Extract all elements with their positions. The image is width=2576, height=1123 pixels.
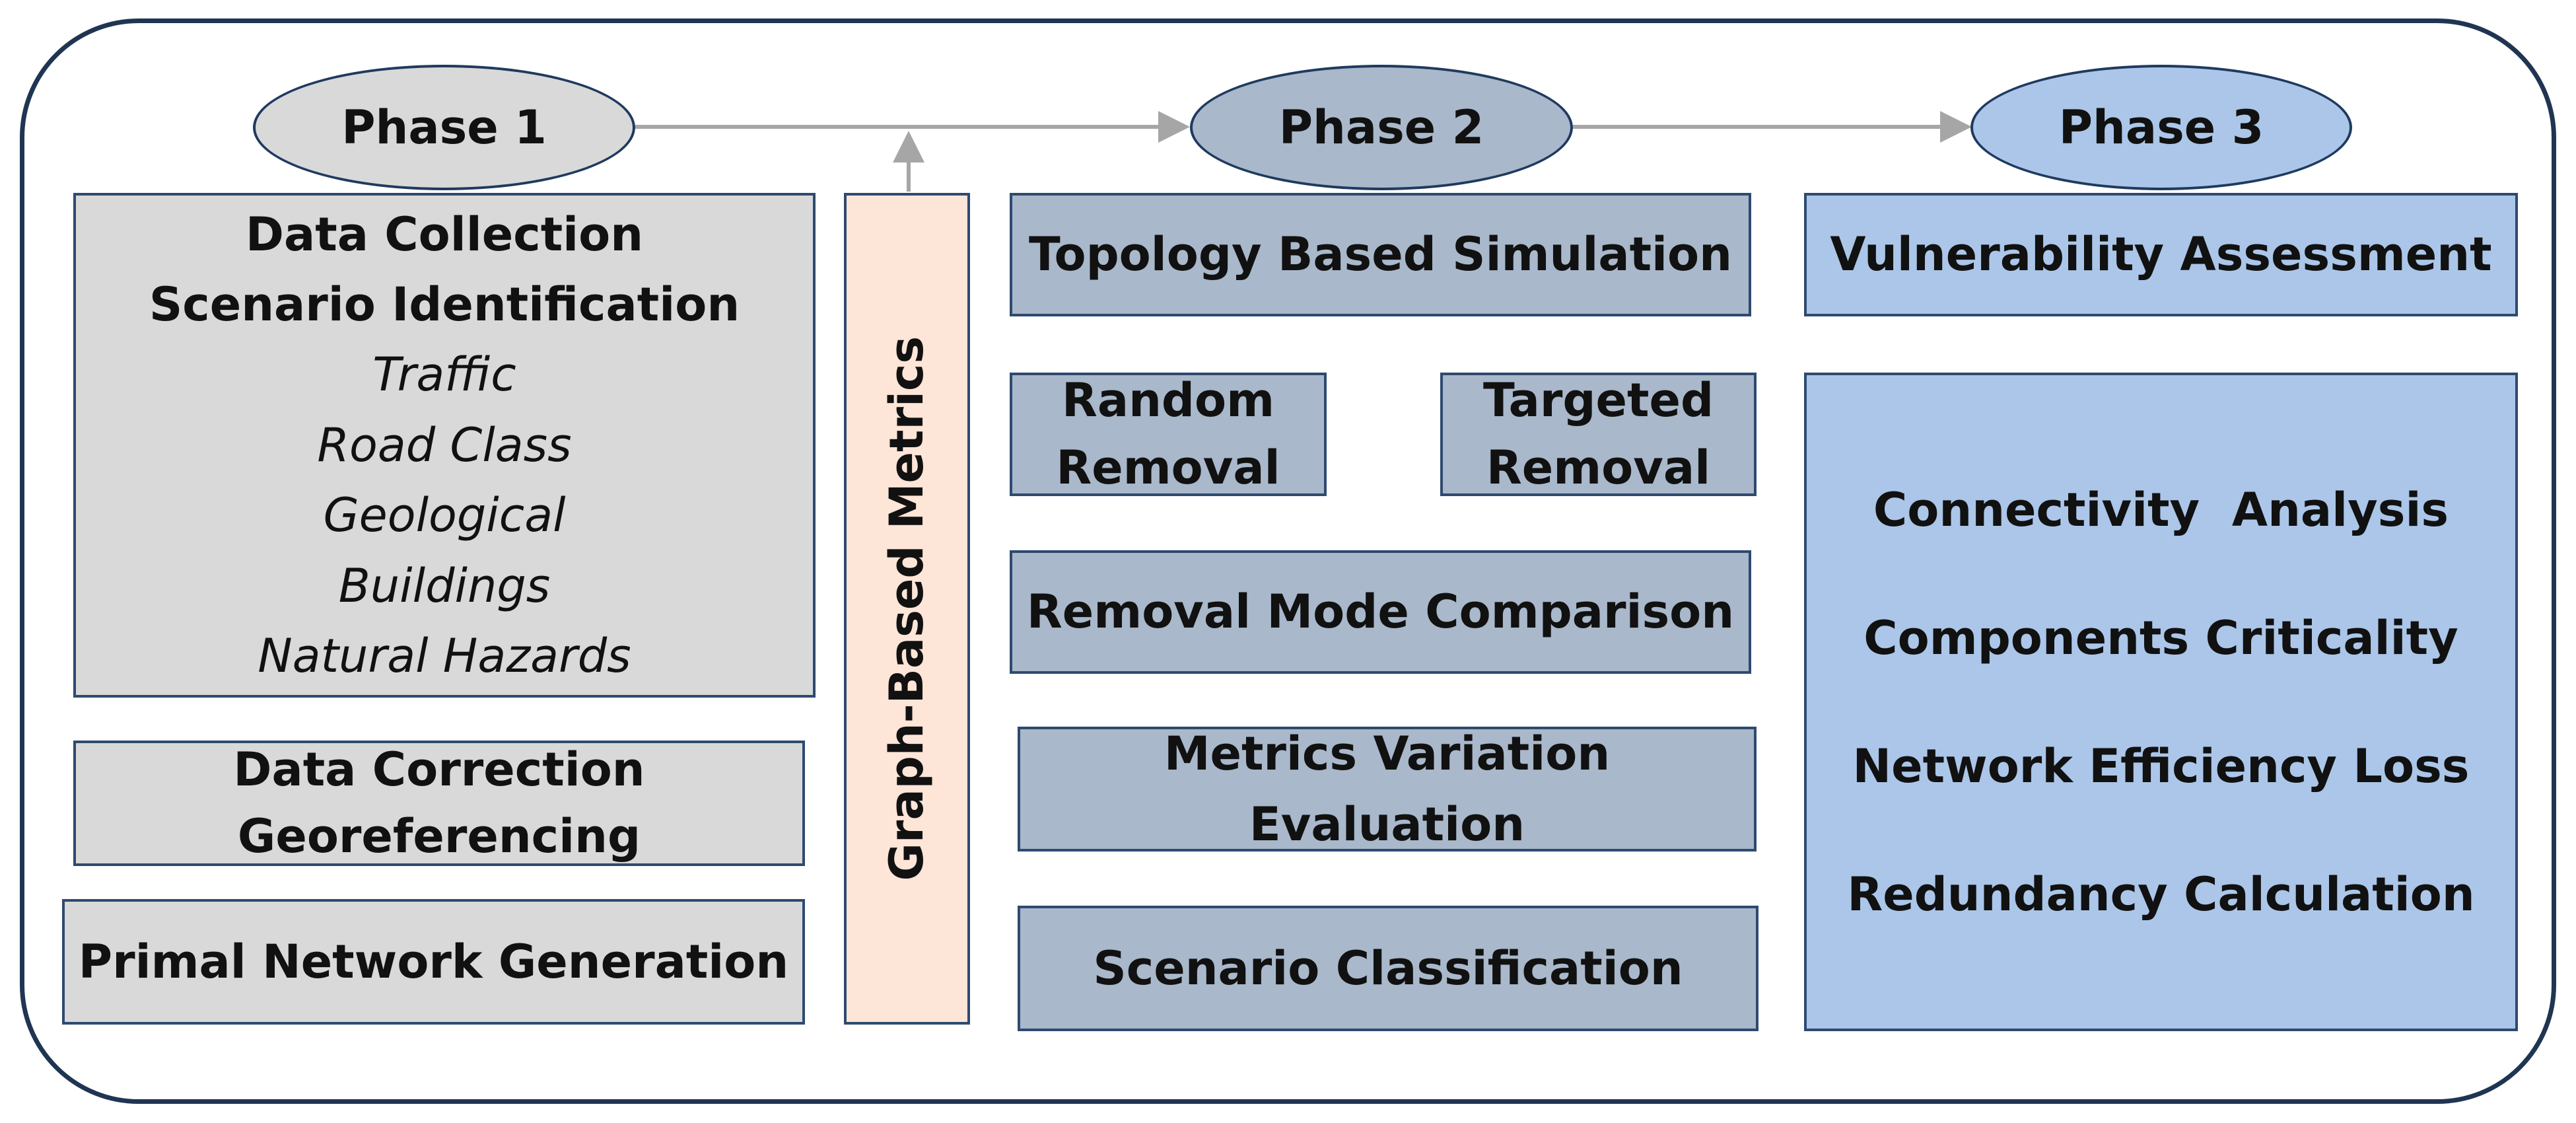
removal-mode-comparison-label: Removal Mode Comparison [1026,585,1735,639]
phase-1-ellipse: Phase 1 [253,65,635,190]
scenario-identification-title: Scenario Identification [149,277,740,332]
outer-frame [20,18,2556,1104]
data-collection-box: Data Collection Scenario Identification … [73,193,816,698]
random-removal-line1: Random [1061,373,1275,427]
primal-network-label: Primal Network Generation [78,934,789,989]
georeferencing-label: Georeferencing [237,809,641,863]
analysis-components-criticality: Components Criticality [1863,610,2458,665]
analysis-box: Connectivity Analysis Components Critica… [1804,373,2518,1031]
data-correction-label: Data Correction [233,742,645,797]
graph-based-metrics-bar: Graph-Based Metrics [844,193,970,1025]
phase-1-label: Phase 1 [341,100,547,155]
primal-network-box: Primal Network Generation [62,899,805,1025]
scenario-classification-label: Scenario Classification [1093,941,1683,996]
phase-2-label: Phase 2 [1278,100,1484,155]
removal-mode-comparison-box: Removal Mode Comparison [1010,550,1751,674]
metrics-variation-label: Metrics Variation Evaluation [1164,727,1611,851]
scenario-item-buildings: Buildings [338,558,551,613]
scenario-item-traffic: Traffic [372,347,516,402]
metrics-variation-box: Metrics Variation Evaluation [1018,727,1757,851]
scenario-item-road-class: Road Class [317,417,572,472]
data-collection-title: Data Collection [245,207,644,262]
topology-simulation-label: Topology Based Simulation [1029,227,1732,282]
vulnerability-assessment-box: Vulnerability Assessment [1804,193,2518,316]
topology-simulation-box: Topology Based Simulation [1010,193,1751,316]
vulnerability-assessment-label: Vulnerability Assessment [1830,227,2492,282]
random-removal-box: Random Removal [1010,373,1327,496]
graph-based-metrics-label: Graph-Based Metrics [880,336,934,881]
analysis-connectivity: Connectivity Analysis [1873,482,2449,537]
phase-2-ellipse: Phase 2 [1190,65,1573,190]
random-removal-line2: Removal [1056,440,1280,495]
targeted-removal-line2: Removal [1486,440,1711,495]
analysis-network-efficiency-loss: Network Efficiency Loss [1852,739,2470,793]
scenario-item-natural-hazards: Natural Hazards [258,628,631,683]
targeted-removal-box: Targeted Removal [1440,373,1757,496]
targeted-removal-line1: Targeted [1482,373,1714,427]
phase-3-ellipse: Phase 3 [1970,65,2352,190]
phase-3-label: Phase 3 [2058,100,2264,155]
data-correction-box: Data Correction Georeferencing [73,741,805,866]
scenario-classification-box: Scenario Classification [1018,906,1758,1031]
analysis-redundancy-calculation: Redundancy Calculation [1847,867,2475,922]
scenario-item-geological: Geological [323,488,566,543]
